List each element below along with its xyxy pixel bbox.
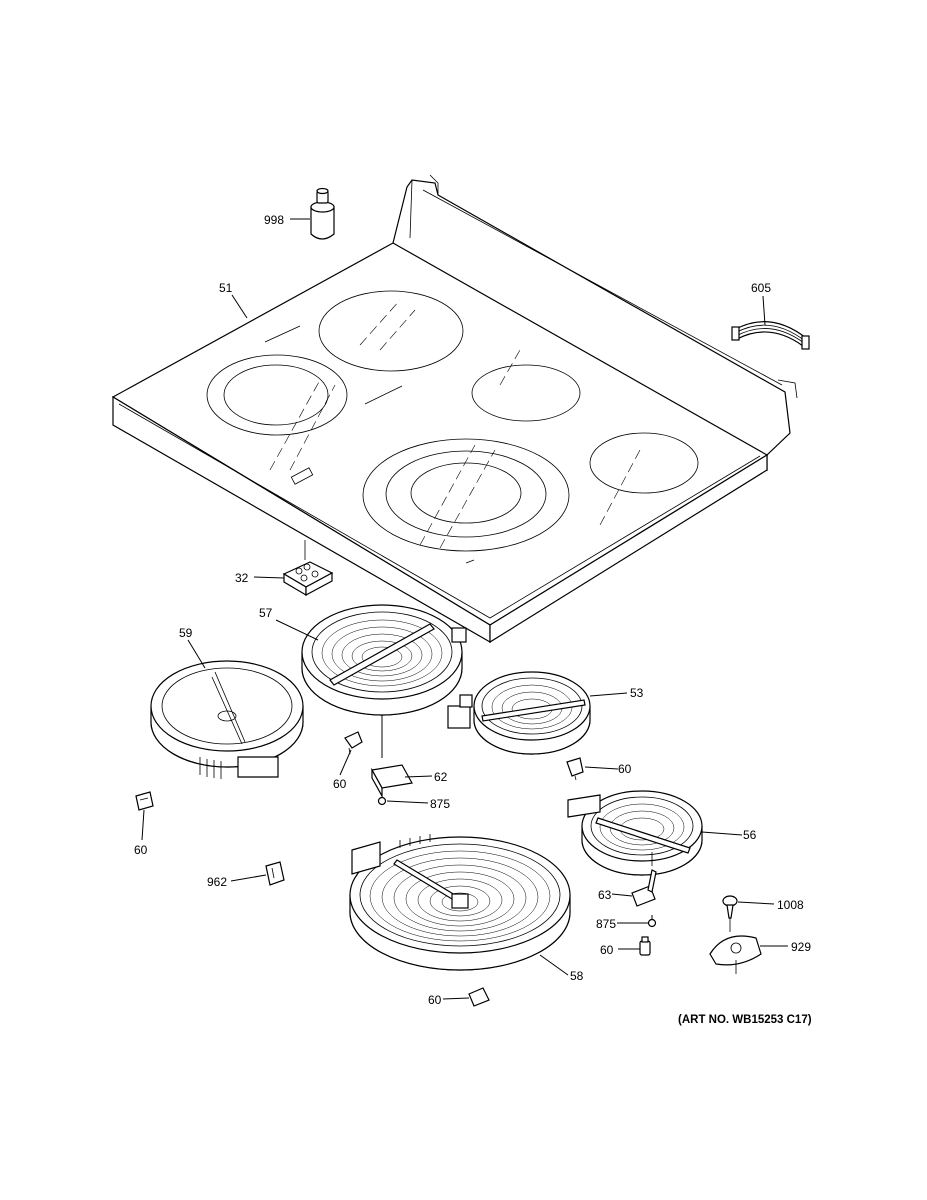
part-60-clip-a xyxy=(344,731,363,755)
leader-lines xyxy=(141,218,788,1000)
part-56-radiant-element xyxy=(567,790,703,876)
part-875-screw-a xyxy=(377,788,387,806)
callout-labels: 998 51 605 32 57 59 53 60 62 875 60 60 5… xyxy=(134,213,811,1007)
part-59-radiant-element xyxy=(150,660,304,779)
callout-875b: 875 xyxy=(596,917,616,931)
part-51-cooktop-glass xyxy=(111,174,798,644)
part-998-cleaner-bottle xyxy=(310,187,335,240)
callout-56: 56 xyxy=(743,828,757,842)
part-60-clip-e xyxy=(468,987,490,1007)
callout-59: 59 xyxy=(179,626,193,640)
callout-58: 58 xyxy=(570,969,584,983)
part-32-terminal-block xyxy=(282,540,334,597)
callout-60e: 60 xyxy=(428,993,442,1007)
part-60-clip-b xyxy=(566,757,584,781)
part-605-wire-harness xyxy=(731,321,810,350)
callout-51: 51 xyxy=(219,281,233,295)
callout-60c: 60 xyxy=(134,843,148,857)
part-929-bracket xyxy=(709,935,762,975)
callout-62: 62 xyxy=(434,770,448,784)
callout-60d: 60 xyxy=(600,943,614,957)
part-63-support xyxy=(631,852,657,907)
callout-962: 962 xyxy=(207,875,227,889)
callout-929: 929 xyxy=(791,940,811,954)
part-58-dual-radiant-element xyxy=(349,834,571,971)
callout-63: 63 xyxy=(598,888,612,902)
art-number: (ART NO. WB15253 C17) xyxy=(678,1014,812,1026)
part-53-radiant-element xyxy=(447,671,591,755)
callout-60a: 60 xyxy=(333,777,347,791)
callout-57: 57 xyxy=(259,606,273,620)
part-1008-screw xyxy=(722,895,738,932)
part-875-screw-b xyxy=(647,915,657,928)
callout-60b: 60 xyxy=(618,762,632,776)
part-57-radiant-element xyxy=(301,604,467,758)
callout-32: 32 xyxy=(235,571,249,585)
part-60-clip-c xyxy=(135,791,154,811)
part-962-bracket xyxy=(265,861,285,886)
callout-53: 53 xyxy=(630,686,644,700)
part-60-clip-d xyxy=(639,936,651,956)
callout-875a: 875 xyxy=(430,797,450,811)
part-62-bracket xyxy=(371,764,413,799)
callout-605: 605 xyxy=(751,281,771,295)
callout-998: 998 xyxy=(264,213,284,227)
callout-1008: 1008 xyxy=(777,898,804,912)
